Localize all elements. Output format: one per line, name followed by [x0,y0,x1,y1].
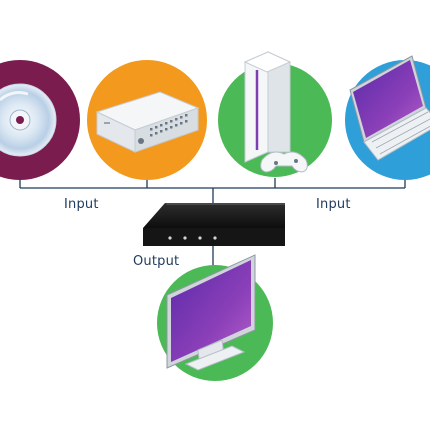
set-top-box-icon [95,91,200,153]
input-right-label: Input [316,197,351,212]
laptop-icon [349,55,430,161]
hdmi-switch-device [143,203,285,246]
input-left-label: Input [64,197,99,212]
set-top-box-device [87,60,207,180]
game-console-icon [243,51,308,173]
hdmi-switch-icon [143,203,285,246]
output-label: Output [133,254,180,269]
disc-icon [0,83,57,157]
monitor-device [157,254,273,381]
laptop-device [345,55,430,180]
monitor-icon [166,254,256,371]
disc-device [0,60,80,180]
game-console-device [218,51,332,177]
